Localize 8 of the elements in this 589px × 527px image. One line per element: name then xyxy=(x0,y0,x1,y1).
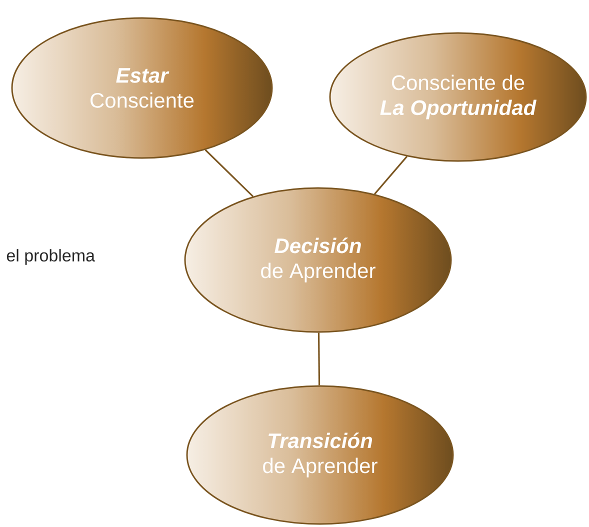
connector-line xyxy=(204,149,254,197)
ellipse-node: Decisión de Aprender xyxy=(184,187,452,333)
ellipse-node: Transición de Aprender xyxy=(186,385,454,525)
side-text: el problema xyxy=(6,249,95,265)
ellipse-node: Estar Consciente xyxy=(11,17,273,159)
connector-line xyxy=(318,332,320,386)
connector-line xyxy=(374,156,408,195)
ellipse-node: Consciente de La Oportunidad xyxy=(329,32,587,162)
